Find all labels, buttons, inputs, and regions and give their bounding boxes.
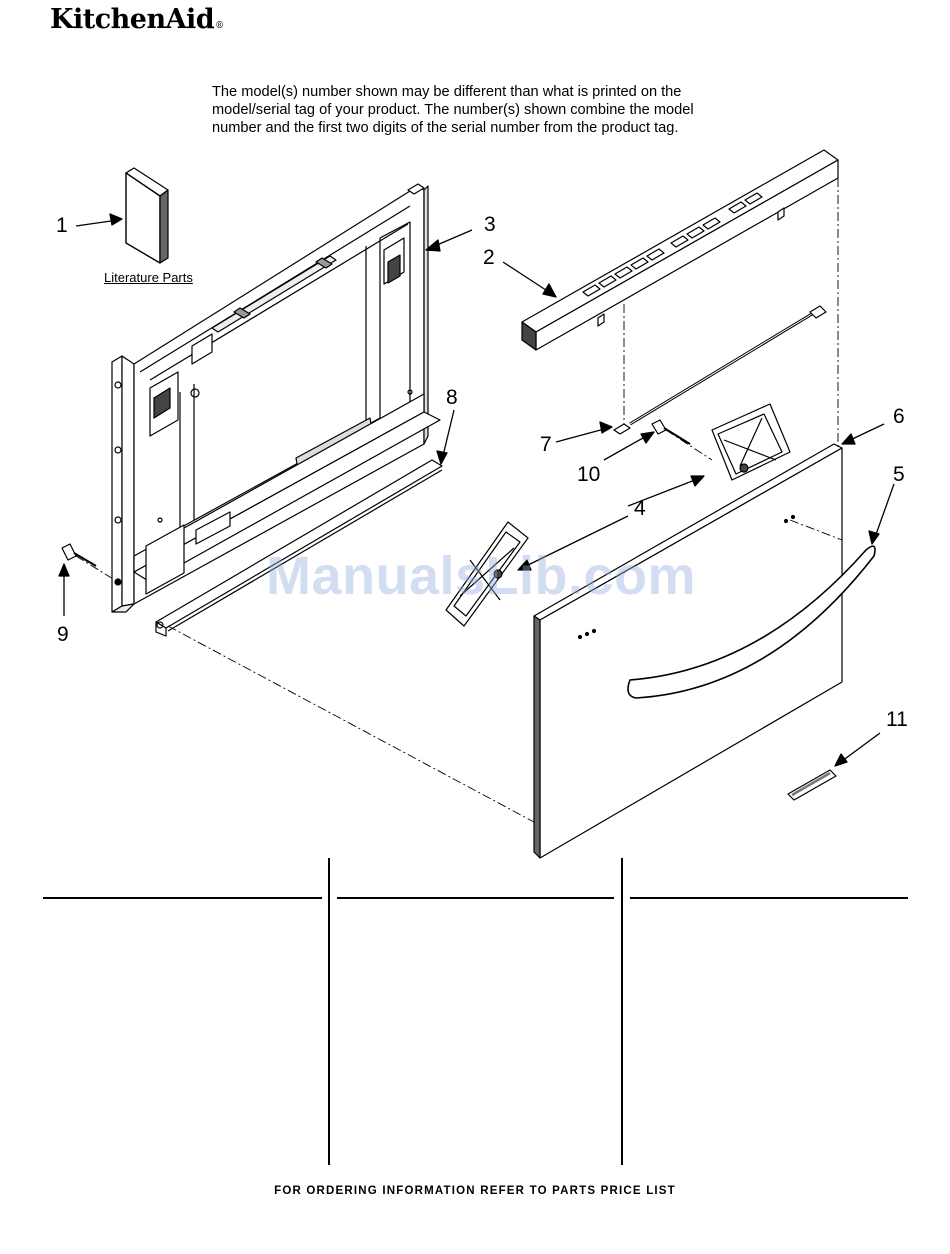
callout-7: 7 (540, 433, 552, 456)
trim-strip (155, 459, 443, 637)
wire-harness (613, 305, 827, 435)
watermark: ManualsLib.com (266, 546, 697, 606)
note-line-1: The model(s) number shown may be differe… (212, 84, 682, 100)
control-panel-buttons (582, 192, 763, 297)
door-panel (533, 443, 843, 859)
model-number-note: The model(s) number shown may be differe… (212, 83, 772, 137)
callout-4: 4 (634, 497, 646, 520)
literature-parts-label: Literature Parts (104, 270, 193, 285)
registered-mark: ® (215, 21, 224, 31)
kitchenaid-logo: KitchenAid® (50, 4, 224, 35)
drawer-bracket-right (711, 403, 791, 481)
callout-3: 3 (484, 213, 496, 236)
callout-8: 8 (446, 386, 458, 409)
drawer-bracket-left (445, 521, 529, 627)
door-handle (627, 545, 876, 699)
control-panel (521, 149, 839, 351)
callout-1: 1 (56, 214, 68, 237)
assembly-lines (75, 178, 843, 823)
callout-11: 11 (886, 708, 908, 731)
callout-2: 2 (483, 246, 495, 269)
note-line-2: model/serial tag of your product. The nu… (212, 102, 694, 118)
note-line-3: number and the first two digits of the s… (212, 120, 679, 136)
callout-9: 9 (57, 623, 69, 646)
callout-6: 6 (893, 405, 905, 428)
drawer-frame (111, 183, 441, 613)
leader-arrows (58, 213, 895, 767)
ordering-info-footer: FOR ORDERING INFORMATION REFER TO PARTS … (274, 1185, 676, 1197)
callout-10: 10 (577, 463, 601, 486)
screw-9 (61, 543, 97, 567)
literature-booklet (125, 167, 169, 264)
parts-table-grid (43, 858, 908, 1165)
nameplate-badge (787, 769, 837, 801)
callout-5: 5 (893, 463, 905, 486)
screw-10 (651, 419, 691, 445)
brand-name: KitchenAid (50, 4, 215, 35)
